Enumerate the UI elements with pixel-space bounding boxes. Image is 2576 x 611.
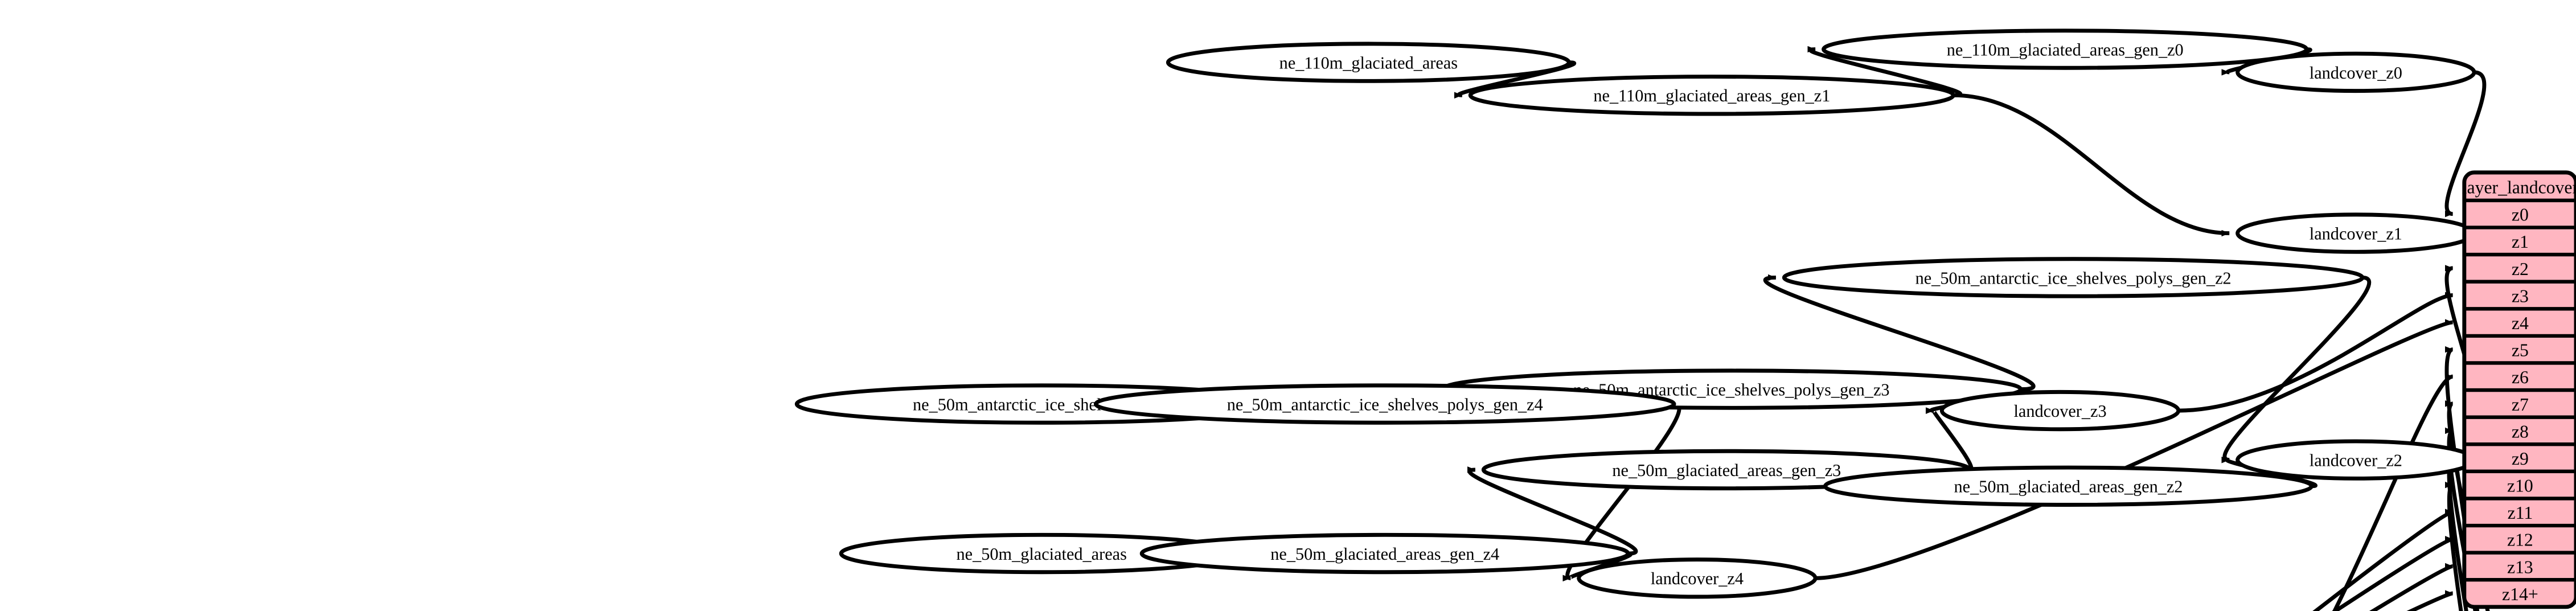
graph-node-ne_50m_glaciated_areas_gen_z2[interactable]: ne_50m_glaciated_areas_gen_z2: [1823, 465, 2314, 507]
table-row-z2[interactable]: z2: [2512, 259, 2529, 279]
graph-edge-ne_50m_antarctic_ice_shelves_polys_gen_z2--to--landcover_z2: [2221, 276, 2371, 464]
graph-edge-ne_50m_glaciated_areas_gen_z4--to--ne_50m_glaciated_areas_gen_z3: [1467, 466, 1638, 556]
table-row-z0[interactable]: z0: [2512, 205, 2529, 225]
graph-node-ne_110m_glaciated_areas[interactable]: ne_110m_glaciated_areas: [1166, 42, 1571, 83]
table-row-z11[interactable]: z11: [2508, 503, 2533, 523]
table-row-z12[interactable]: z12: [2507, 530, 2533, 550]
graph-edge-osm_landcover_gen_z11--to--layer_landcover-z11: [2312, 509, 2454, 611]
nodes-layer: ne_110m_glaciated_areasne_110m_glaciated…: [794, 28, 2476, 599]
graph-node-landcover_z4[interactable]: landcover_z4: [1577, 557, 1818, 599]
graph-node-ne_50m_glaciated_areas_gen_z4[interactable]: ne_50m_glaciated_areas_gen_z4: [1139, 532, 1630, 575]
node-shape: [1577, 557, 1818, 599]
table-row-z8[interactable]: z8: [2512, 421, 2529, 441]
graph-node-landcover_z2[interactable]: landcover_z2: [2235, 439, 2476, 481]
edges-layer: [1077, 46, 2490, 611]
node-shape: [1093, 383, 1676, 425]
table-row-z13[interactable]: z13: [2507, 557, 2533, 577]
table-row-z10[interactable]: z10: [2507, 476, 2533, 496]
node-shape: [1166, 42, 1571, 83]
graph-edge-landcover_z3--to--layer_landcover-z3: [2178, 292, 2454, 413]
table-row-z6[interactable]: z6: [2512, 367, 2529, 387]
node-shape: [2235, 212, 2476, 254]
graph-edge-osm_landcover_polygon--to--layer_landcover-z14+: [2406, 590, 2454, 611]
table-row-z9[interactable]: z9: [2512, 449, 2529, 469]
graph-node-ne_50m_antarctic_ice_shelves_polys_gen_z2[interactable]: ne_50m_antarctic_ice_shelves_polys_gen_z…: [1782, 257, 2365, 298]
table-title: layer_landcover: [2462, 177, 2576, 197]
graph-edge-osm_landcover_gen_z10--to--layer_landcover-z10: [2444, 482, 2463, 611]
graph-node-landcover_z1[interactable]: landcover_z1: [2235, 212, 2476, 254]
graph-node-landcover_z0[interactable]: landcover_z0: [2235, 51, 2476, 93]
graph-edge-ne_50m_antarctic_ice_shelves_polys_gen_z4--to--landcover_z4: [1562, 402, 1681, 581]
node-shape: [2235, 51, 2476, 93]
table-row-z3[interactable]: z3: [2512, 286, 2529, 306]
graph-edge-ne_110m_glaciated_areas_gen_z1--to--ne_110m_glaciated_areas_gen_z0: [1807, 46, 1963, 97]
graph-edge-landcover_z4--to--layer_landcover-z4: [1815, 319, 2454, 580]
table-row-z1[interactable]: z1: [2512, 232, 2529, 252]
table-row-z4[interactable]: z4: [2512, 313, 2529, 333]
node-shape: [1823, 465, 2314, 507]
table-row-z7[interactable]: z7: [2512, 395, 2529, 415]
graph-edge-landcover_z0--to--layer_landcover-z0: [2444, 70, 2487, 218]
node-shape: [1822, 28, 2309, 70]
graph-node-landcover_z3[interactable]: landcover_z3: [1939, 389, 2181, 432]
table-row-z5[interactable]: z5: [2512, 341, 2529, 360]
node-shape: [1782, 257, 2365, 298]
graph-edge-ne_110m_glaciated_areas--to--ne_110m_glaciated_areas_gen_z1: [1454, 60, 1577, 99]
graph-node-ne_50m_antarctic_ice_shelves_polys_gen_z4[interactable]: ne_50m_antarctic_ice_shelves_polys_gen_z…: [1093, 383, 1676, 425]
node-shape: [1139, 532, 1630, 575]
node-shape: [2235, 439, 2476, 481]
graph-edge-ne_50m_antarctic_ice_shelves_polys_gen_z3--to--ne_50m_antarctic_ice_shelves_polys_gen_z2: [1763, 274, 2036, 392]
table-row-z14+[interactable]: z14+: [2502, 584, 2538, 604]
graph-node-ne_110m_glaciated_areas_gen_z0[interactable]: ne_110m_glaciated_areas_gen_z0: [1822, 28, 2309, 70]
graph-edge-osm_landcover_gen_z12--to--layer_landcover-z12: [2332, 536, 2454, 611]
node-shape: [1939, 389, 2181, 432]
graph-edge-ne_110m_glaciated_areas_gen_z1--to--landcover_z1: [1953, 93, 2230, 237]
graph-node-ne_110m_glaciated_areas_gen_z1[interactable]: ne_110m_glaciated_areas_gen_z1: [1468, 75, 1955, 116]
layer-landcover-table: layer_landcover z0 z1 z2 z3 z4 z5 z6 z7 z8 z9 z10 z1…: [2462, 170, 2576, 609]
node-shape: [1468, 75, 1955, 116]
